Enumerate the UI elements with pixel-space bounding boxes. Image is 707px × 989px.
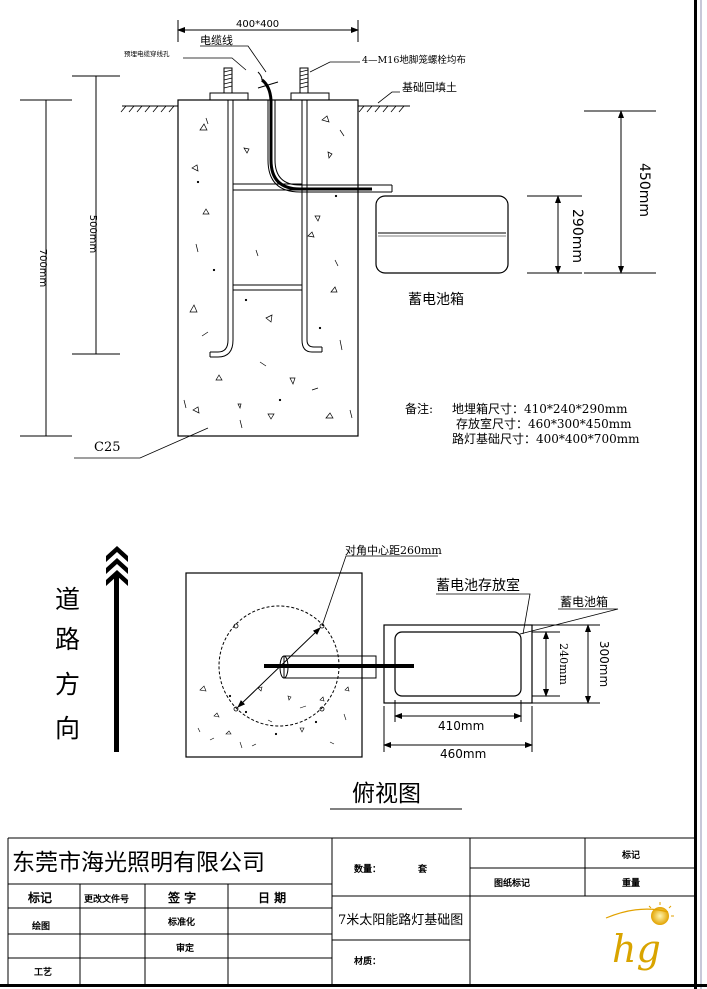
plan-view — [185, 555, 619, 758]
outer-depth-label: 300mm — [597, 641, 611, 687]
direction-char-4: 向 — [55, 714, 80, 743]
concrete-grade-label: C25 — [94, 440, 121, 455]
material-label: 材质： — [353, 955, 381, 967]
direction-char-1: 道 — [55, 585, 80, 614]
title-block — [7, 837, 694, 986]
top-width-label: 400*400 — [236, 19, 279, 30]
drawing-label: 绘图 — [32, 920, 50, 932]
depth-total-label: 700mm — [37, 249, 48, 288]
company-logo: hg — [605, 902, 674, 971]
inner-depth-label: 240mm — [557, 643, 570, 685]
notes-label: 备注: — [405, 401, 433, 416]
outer-width-label: 460mm — [440, 747, 486, 761]
sheet-border-bottom — [0, 984, 707, 987]
inner-width-label: 410mm — [438, 719, 484, 733]
cable-label: 电缆线 — [200, 33, 233, 47]
direction-arrow — [106, 546, 128, 752]
backfill-label: 基础回填土 — [402, 80, 457, 94]
change-doc-label: 更改文件号 — [84, 893, 129, 905]
battery-box-plan — [394, 631, 522, 697]
date-label: 日 期 — [258, 890, 286, 905]
box-outer-height-label: 450mm — [636, 163, 652, 217]
sheet-border-right — [694, 0, 697, 989]
battery-box-label: 蓄电池箱 — [408, 292, 464, 308]
standard-label: 标准化 — [167, 916, 195, 928]
plan-view-title: 俯视图 — [352, 781, 421, 807]
preburied-hole-label: 预埋电缆穿线孔 — [124, 49, 170, 58]
plan-battery-box-label: 蓄电池箱 — [560, 594, 608, 609]
notes-line-3: 路灯基础尺寸：400*400*700mm — [452, 431, 640, 446]
notes-line-1: 地埋箱尺寸：410*240*290mm — [452, 401, 628, 416]
depth-bolt-label: 500mm — [87, 215, 98, 254]
battery-box-elevation — [375, 195, 509, 274]
direction-char-2: 路 — [55, 625, 80, 654]
mark-right-label: 标记 — [621, 849, 640, 861]
drawing-title: 7米太阳能路灯基础图 — [338, 912, 463, 928]
sheet-border-shadow — [700, 0, 702, 989]
elevation-view — [20, 20, 656, 459]
box-inner-height-label: 290mm — [569, 209, 585, 263]
review-label: 审定 — [176, 942, 195, 954]
storage-room-plan — [383, 624, 533, 704]
process-label: 工艺 — [34, 966, 52, 978]
diagonal-label: 对角中心距260mm — [345, 543, 442, 557]
storage-room-label: 蓄电池存放室 — [436, 577, 520, 594]
sign-label: 签 字 — [167, 890, 196, 905]
company-name: 东莞市海光照明有限公司 — [12, 850, 265, 876]
quantity-unit: 套 — [418, 863, 428, 875]
notes-line-2: 存放室尺寸：460*300*450mm — [456, 416, 632, 431]
mark-column-label: 标记 — [27, 890, 52, 905]
bolts-label: 4—M16地脚笼螺栓均布 — [362, 54, 466, 66]
logo-letters: hg — [612, 927, 661, 971]
direction-char-3: 方 — [55, 670, 80, 699]
drawing-mark-label: 图纸标记 — [494, 877, 530, 889]
concrete-speckles — [183, 115, 353, 429]
weight-label: 重量 — [622, 877, 640, 889]
quantity-label: 数量： — [354, 863, 381, 875]
